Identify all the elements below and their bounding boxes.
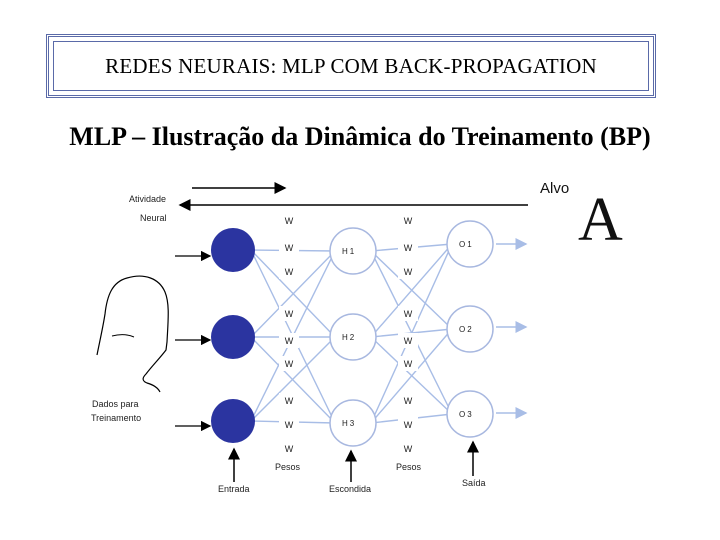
connection-h3-o2 bbox=[370, 328, 453, 424]
weight-label: W bbox=[404, 267, 413, 277]
input-node-3 bbox=[211, 399, 255, 443]
weight-label: W bbox=[285, 267, 294, 277]
weight-box bbox=[398, 240, 418, 255]
output-node-3 bbox=[446, 390, 494, 438]
weight-box bbox=[398, 356, 418, 371]
weight-label: W bbox=[404, 359, 413, 369]
hidden-label-1: H1 bbox=[342, 247, 356, 256]
weight-box bbox=[279, 240, 299, 255]
weight-box bbox=[398, 333, 418, 348]
weight-label: W bbox=[285, 359, 294, 369]
hidden-node-1 bbox=[329, 227, 377, 275]
hidden-node-2 bbox=[329, 313, 377, 361]
weight-box bbox=[279, 213, 299, 228]
label-alvo: Alvo bbox=[540, 180, 569, 197]
weight-label: W bbox=[404, 309, 413, 319]
weight-label: W bbox=[404, 216, 413, 226]
weight-box bbox=[398, 213, 418, 228]
weight-label: W bbox=[285, 420, 294, 430]
weight-box bbox=[398, 306, 418, 321]
head-neck-line bbox=[111, 334, 135, 338]
label-atividade: Atividade bbox=[129, 194, 166, 204]
title-box: REDES NEURAIS: MLP COM BACK-PROPAGATION bbox=[46, 34, 656, 98]
weight-label: W bbox=[404, 243, 413, 253]
label-treinamento: Treinamento bbox=[91, 413, 141, 423]
connection-in2-h3 bbox=[250, 336, 336, 424]
label-dados: Dados para bbox=[92, 399, 139, 409]
weight-box bbox=[279, 306, 299, 321]
label-alvo-big: A bbox=[578, 186, 623, 254]
hidden-label-2: H2 bbox=[342, 333, 356, 342]
hidden-node-3 bbox=[329, 399, 377, 447]
weight-box bbox=[279, 356, 299, 371]
label-entrada: Entrada bbox=[218, 484, 250, 494]
weight-box bbox=[398, 393, 418, 408]
weight-labels: W W W W W W W W W W W W W W W W W W bbox=[279, 213, 418, 456]
output-label-1: O1 bbox=[459, 240, 474, 249]
title-box-inner: REDES NEURAIS: MLP COM BACK-PROPAGATION bbox=[53, 41, 649, 91]
output-label-2: O2 bbox=[459, 325, 474, 334]
input-node-2 bbox=[211, 315, 255, 359]
weight-label: W bbox=[285, 396, 294, 406]
weight-label: W bbox=[285, 444, 294, 454]
output-node-2 bbox=[446, 305, 494, 353]
page-title: REDES NEURAIS: MLP COM BACK-PROPAGATION bbox=[105, 53, 597, 78]
label-pesos-2: Pesos bbox=[396, 462, 422, 472]
head-icon bbox=[96, 275, 169, 393]
weight-label: W bbox=[404, 336, 413, 346]
label-escondida: Escondida bbox=[329, 484, 371, 494]
weight-box bbox=[398, 417, 418, 432]
weight-label: W bbox=[285, 216, 294, 226]
weight-box bbox=[279, 417, 299, 432]
weight-label: W bbox=[285, 309, 294, 319]
weight-label: W bbox=[285, 243, 294, 253]
weight-box bbox=[279, 264, 299, 279]
slide-subtitle: MLP – Ilustração da Dinâmica do Treiname… bbox=[69, 122, 651, 151]
weight-label: W bbox=[404, 396, 413, 406]
label-neural: Neural bbox=[140, 213, 167, 223]
weight-box bbox=[279, 393, 299, 408]
weight-box bbox=[398, 441, 418, 456]
output-label-3: O3 bbox=[459, 410, 474, 419]
label-pesos-1: Pesos bbox=[275, 462, 301, 472]
weight-box bbox=[279, 441, 299, 456]
output-node-1 bbox=[446, 220, 494, 268]
weight-box bbox=[279, 333, 299, 348]
input-node-1 bbox=[211, 228, 255, 272]
weight-label: W bbox=[404, 444, 413, 454]
weight-label: W bbox=[404, 420, 413, 430]
label-saida: Saída bbox=[462, 478, 486, 488]
connection-in2-h1 bbox=[250, 250, 336, 338]
connection-in3-h2 bbox=[250, 336, 336, 422]
weight-box bbox=[398, 264, 418, 279]
connection-h2-o1 bbox=[370, 243, 453, 338]
weight-label: W bbox=[285, 336, 294, 346]
hidden-label-3: H3 bbox=[342, 419, 356, 428]
